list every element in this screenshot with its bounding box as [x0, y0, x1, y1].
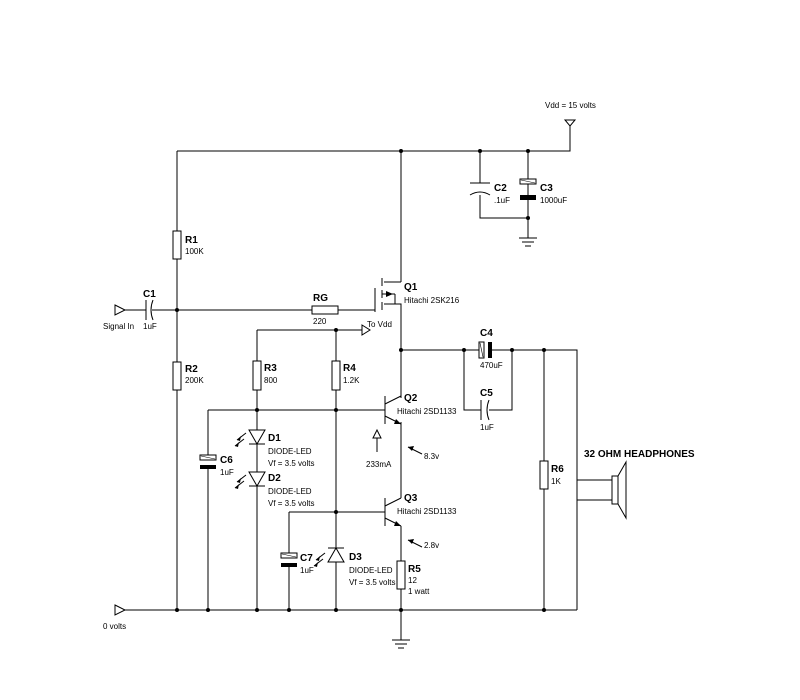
c4-value: 470uF — [480, 361, 503, 370]
resistor-r1: R1 100K — [172, 230, 204, 260]
c2-ref: C2 — [494, 183, 507, 194]
ground-symbol-c3 — [519, 237, 537, 247]
signal-in-terminal: Signal In — [103, 304, 134, 331]
v-q3-label: 2.8v — [424, 541, 439, 550]
r3-value: 800 — [264, 376, 278, 385]
d2-vf: Vf = 3.5 volts — [268, 499, 314, 508]
r2-ref: R2 — [185, 364, 198, 375]
resistor-r4: R4 1.2K — [331, 360, 360, 391]
c5-value: 1uF — [480, 423, 494, 432]
d3-ref: D3 — [349, 552, 362, 563]
led-d1: D1 DIODE-LED Vf = 3.5 volts — [234, 429, 314, 468]
d1-ref: D1 — [268, 433, 281, 444]
led-d2: D2 DIODE-LED Vf = 3.5 volts — [234, 471, 314, 508]
bjt-q3: Q3 Hitachi 2SD1133 — [384, 493, 457, 527]
capacitor-c1: C1 1uF — [143, 289, 157, 331]
c4-ref: C4 — [480, 328, 493, 339]
v-q2-label: 8.3v — [424, 452, 439, 461]
r6-value: 1K — [551, 477, 561, 486]
capacitor-c5: C5 1uF — [480, 388, 494, 432]
c7-value: 1uF — [300, 566, 314, 575]
r4-ref: R4 — [343, 363, 356, 374]
d3-type: DIODE-LED — [349, 566, 393, 575]
q2-ref: Q2 — [404, 393, 418, 404]
c5-ref: C5 — [480, 388, 493, 399]
r6-ref: R6 — [551, 464, 564, 475]
q3-ref: Q3 — [404, 493, 418, 504]
c6-ref: C6 — [220, 455, 233, 466]
d1-vf: Vf = 3.5 volts — [268, 459, 314, 468]
c3-value: 1000uF — [540, 196, 567, 205]
resistor-r3: R3 800 — [252, 360, 278, 391]
c1-ref: C1 — [143, 289, 156, 300]
capacitor-c4: C4 470uF — [478, 328, 503, 370]
ground-terminal: 0 volts — [103, 604, 126, 631]
mosfet-q1: Q1 Hitachi 2SK216 — [374, 278, 460, 312]
to-vdd-label: To Vdd — [367, 320, 392, 329]
capacitor-c3: C3 1000uF — [519, 178, 567, 205]
r5-ref: R5 — [408, 564, 421, 575]
d2-type: DIODE-LED — [268, 487, 312, 496]
signal-in-label: Signal In — [103, 322, 134, 331]
q3-part: Hitachi 2SD1133 — [397, 507, 457, 516]
wires — [125, 126, 612, 640]
q1-ref: Q1 — [404, 282, 418, 293]
c6-value: 1uF — [220, 468, 234, 477]
rg-ref: RG — [313, 293, 328, 304]
voltage-q2-annotation: 8.3v — [407, 446, 439, 461]
headphones-label: 32 OHM HEADPHONES — [584, 449, 695, 460]
r1-value: 100K — [185, 247, 204, 256]
capacitor-c7: C7 1uF — [280, 552, 314, 575]
r1-ref: R1 — [185, 235, 198, 246]
q1-part: Hitachi 2SK216 — [404, 296, 460, 305]
c3-ref: C3 — [540, 183, 553, 194]
resistor-r5: R5 12 1 watt — [396, 560, 430, 596]
resistor-rg: RG 220 — [311, 293, 339, 326]
voltage-q3-annotation: 2.8v — [407, 539, 439, 550]
ground-label: 0 volts — [103, 622, 126, 631]
d3-vf: Vf = 3.5 volts — [349, 578, 395, 587]
c7-ref: C7 — [300, 553, 313, 564]
led-d3: D3 DIODE-LED Vf = 3.5 volts — [313, 546, 395, 587]
bjt-q2: Q2 Hitachi 2SD1133 — [384, 393, 457, 425]
r3-ref: R3 — [264, 363, 277, 374]
r4-value: 1.2K — [343, 376, 360, 385]
vdd-label: Vdd = 15 volts — [545, 101, 596, 110]
headphones-speaker: 32 OHM HEADPHONES — [584, 449, 695, 520]
current-annotation: 233mA — [366, 428, 392, 469]
c1-value: 1uF — [143, 322, 157, 331]
r5-value: 12 — [408, 576, 417, 585]
ground-symbol-r5 — [392, 639, 410, 649]
vdd-terminal: Vdd = 15 volts — [545, 101, 596, 127]
rg-value: 220 — [313, 317, 327, 326]
r2-value: 200K — [185, 376, 204, 385]
c2-value: .1uF — [494, 196, 510, 205]
capacitor-c2: C2 .1uF — [469, 182, 510, 205]
junction-dots — [175, 149, 546, 612]
q2-part: Hitachi 2SD1133 — [397, 407, 457, 416]
current-label: 233mA — [366, 460, 392, 469]
resistor-r2: R2 200K — [172, 361, 204, 391]
resistor-r6: R6 1K — [539, 460, 564, 490]
d2-ref: D2 — [268, 473, 281, 484]
to-vdd-arrow: To Vdd — [361, 320, 392, 336]
d1-type: DIODE-LED — [268, 447, 312, 456]
r5-rating: 1 watt — [408, 587, 430, 596]
capacitor-c6: C6 1uF — [199, 454, 234, 477]
